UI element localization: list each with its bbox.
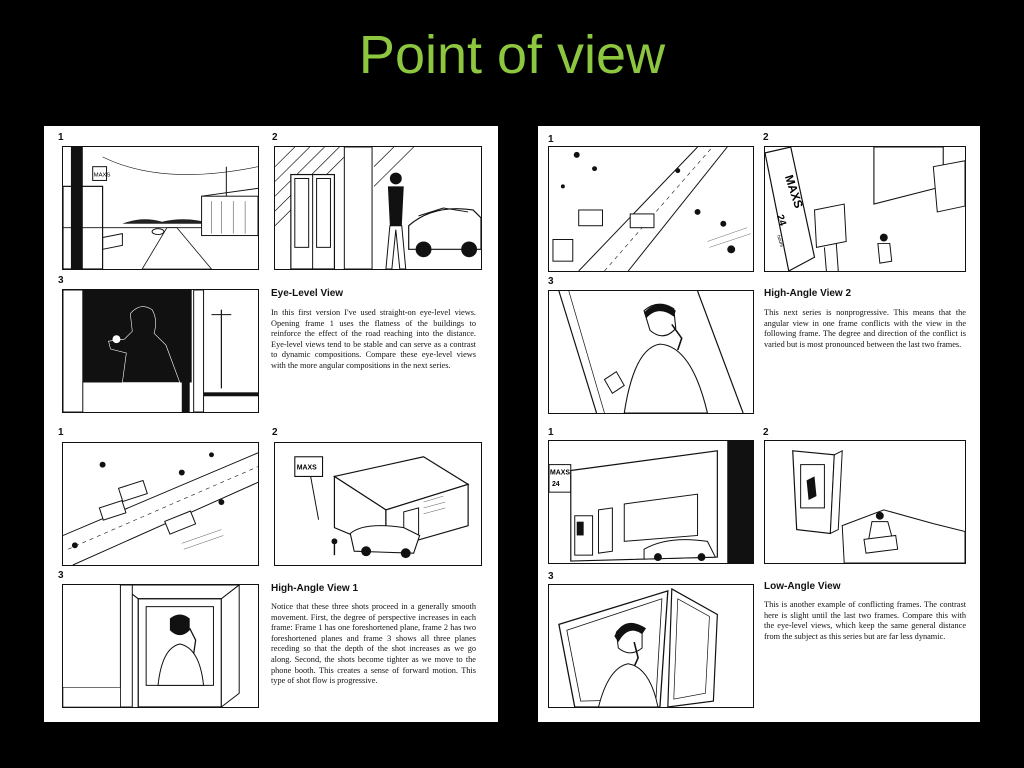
sign-maxs-text: MAXS [550, 469, 570, 476]
aerial-road-sketch [552, 147, 752, 271]
sign-maxs-text: MAXS [297, 465, 317, 472]
aerial-sketch [63, 452, 258, 565]
booth-sketch [63, 585, 241, 707]
sign-24-text: 24 [552, 481, 560, 488]
caption-heading-high-angle-2: High-Angle View 2 [764, 288, 852, 299]
storyboard-frame-man-at-door [274, 146, 482, 270]
frame-number: 2 [763, 132, 769, 143]
caption-heading-high-angle-1: High-Angle View 1 [271, 583, 359, 594]
frame-number: 1 [548, 134, 554, 145]
low-angle-call-sketch [558, 587, 718, 707]
sign-maxs-text: MAXS [94, 173, 111, 179]
frame-number: 3 [548, 276, 554, 287]
door-sketch [275, 147, 481, 269]
sign-sketch: MAXS 24 hours [765, 147, 965, 271]
right-book-page: 1 2 3 MAXS 24 hours [538, 126, 980, 722]
frame-number: 1 [548, 427, 554, 438]
frame-number: 2 [763, 427, 769, 438]
sign-hours-text: hours [775, 234, 785, 248]
low-angle-building-sketch: MAXS 24 [549, 441, 753, 563]
caption-heading-low-angle: Low-Angle View [764, 581, 841, 592]
storyboard-frame-sign-high-angle: MAXS 24 hours [764, 146, 966, 272]
silhouette-sketch [63, 290, 258, 412]
street-sketch: MAXS [63, 147, 258, 269]
storyboard-frame-man-in-booth [62, 584, 259, 708]
frame-number: 1 [58, 427, 64, 438]
frame-number: 3 [58, 570, 64, 581]
sign-24-text: 24 [774, 213, 788, 227]
frame-number: 3 [548, 571, 554, 582]
frame-number: 3 [58, 275, 64, 286]
storyboard-frame-woman-on-phone [548, 290, 754, 414]
caption-body-high-angle-2: This next series is nonprogressive. This… [764, 308, 966, 349]
storyboard-frame-building-high-angle: MAXS [274, 442, 482, 566]
left-book-page: 1 2 3 MAXS [44, 126, 498, 722]
storyboard-frame-woman-in-booth-low-angle [548, 584, 754, 708]
building-sketch: MAXS [294, 456, 470, 559]
caption-body-low-angle: This is another example of conflicting f… [764, 600, 966, 641]
storyboard-frame-aerial-road [548, 146, 754, 272]
slide-title: Point of view [358, 25, 666, 85]
frame-number: 2 [272, 427, 278, 438]
storyboard-frame-booth-low-angle [764, 440, 966, 564]
storyboard-frame-phonebooth-silhouette [62, 289, 259, 413]
caption-body-eye-level: In this first version I've used straight… [271, 308, 476, 370]
storyboard-frame-street-eye-level: MAXS [62, 146, 259, 270]
phone-call-sketch [558, 291, 744, 413]
frame-number: 1 [58, 132, 64, 143]
storyboard-frame-aerial-cars [62, 442, 259, 566]
caption-heading-eye-level: Eye-Level View [271, 288, 344, 299]
caption-body-high-angle-1: Notice that these three shots proceed in… [271, 602, 476, 686]
frame-number: 2 [272, 132, 278, 143]
low-angle-booth-sketch [792, 450, 965, 563]
storyboard-frame-building-low-angle: MAXS 24 [548, 440, 754, 564]
